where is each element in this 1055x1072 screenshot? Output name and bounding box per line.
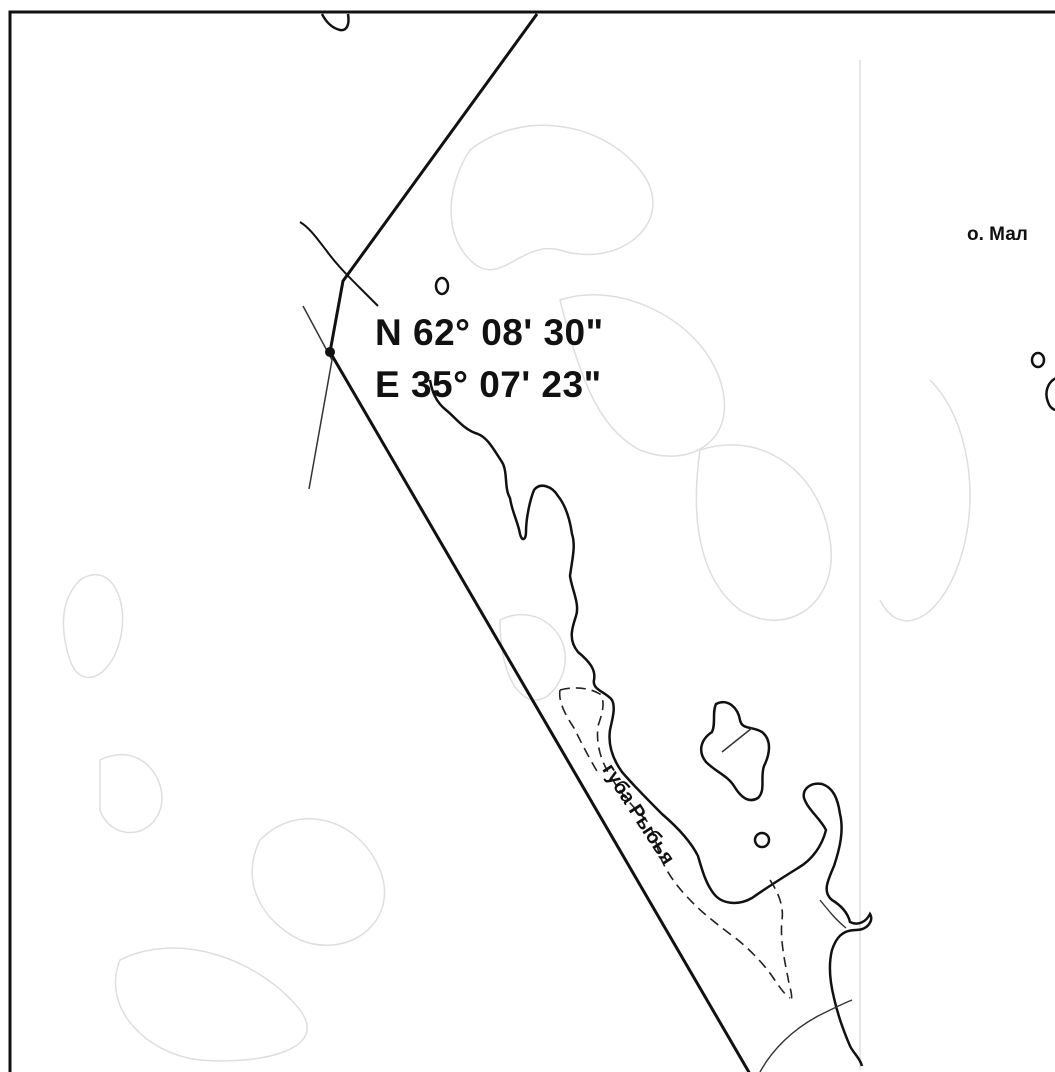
map-frame [8, 10, 1055, 1072]
island-label: о. Мал [967, 224, 1028, 245]
latitude-label: N 62° 08' 30" [375, 312, 604, 353]
island-edge-right [1045, 377, 1055, 412]
river-crossing-stroke [299, 221, 379, 307]
dashed-outline-east [769, 879, 793, 1001]
boundary-line-north [328, 13, 539, 353]
dashed-outline-inner [558, 689, 601, 777]
coastline-main [428, 379, 873, 1067]
longitude-label: E 35° 07' 23" [375, 364, 602, 405]
faint-background-detail [62, 60, 971, 1070]
island-inner-line [721, 727, 753, 753]
thin-line-bottom-2 [819, 899, 847, 929]
coastline-top-fragment [320, 13, 350, 32]
ghost-text-1 [510, 540, 531, 602]
island-in-bay [699, 701, 771, 802]
boundary-line-southeast [328, 351, 751, 1072]
islet-2 [1030, 351, 1046, 369]
thin-crossing-line [302, 305, 333, 490]
thin-line-bottom [759, 999, 853, 1072]
islet-1 [434, 276, 450, 296]
dashed-outline-west [559, 687, 791, 999]
survey-point-marker [325, 347, 335, 357]
islet-3 [753, 831, 771, 849]
